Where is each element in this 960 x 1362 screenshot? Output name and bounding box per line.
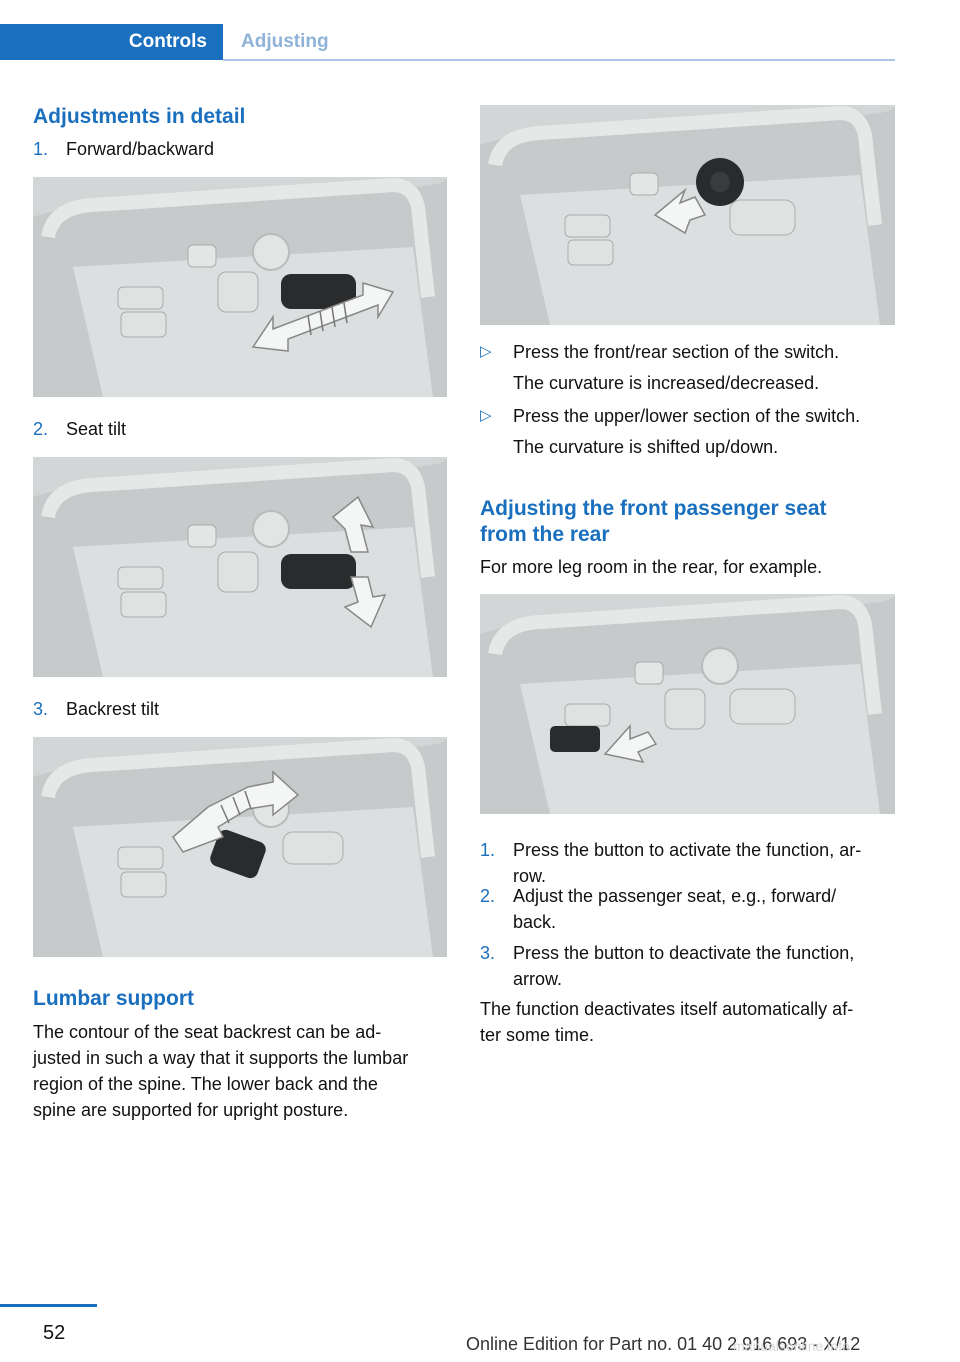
- text-line: justed in such a way that it supports th…: [33, 1048, 409, 1068]
- bullet-subtext: The curvature is increased/decreased.: [513, 373, 820, 393]
- bullet-text: Press the front/rear section of the swit…: [513, 342, 840, 362]
- text-line: spine are supported for upright posture.: [33, 1100, 349, 1120]
- tab-adjusting[interactable]: Adjusting: [241, 31, 329, 52]
- bullet-text: Press the upper/lower section of the swi…: [513, 406, 861, 426]
- step-label: Forward/backward: [66, 139, 215, 159]
- text-line: The contour of the seat backrest can be …: [33, 1022, 382, 1042]
- step-text: Press the button to activate the functio…: [513, 840, 862, 860]
- passenger-closing-note: The function deactivates itself automati…: [480, 996, 900, 1048]
- footer-rule: [0, 1304, 97, 1307]
- title-line: Adjusting the front passenger seat: [480, 497, 827, 520]
- text-line: ter some time.: [480, 1025, 595, 1045]
- page-number: 52: [43, 1322, 66, 1344]
- title-line: from the rear: [480, 523, 610, 546]
- step-number: 1.: [480, 840, 496, 860]
- step-text: Adjust the passenger seat, e.g., forward…: [513, 886, 837, 906]
- section-title-adjustments: Adjustments in detail: [33, 105, 246, 128]
- watermark: manualsonline.info: [733, 1338, 850, 1354]
- edition-info: Online Edition for Part no. 01 40 2 916 …: [466, 1334, 861, 1354]
- header-tabs: Controls Adjusting: [0, 24, 895, 62]
- triangle-bullet-icon: ▷: [480, 343, 492, 360]
- lumbar-description: The contour of the seat backrest can be …: [33, 1019, 453, 1123]
- seat-forward-backward-illustration: [33, 177, 447, 397]
- triangle-bullet-icon: ▷: [480, 407, 492, 424]
- lumbar-switch-illustration: [480, 105, 895, 325]
- step-text: Press the button to deactivate the funct…: [513, 943, 855, 963]
- step-label: Seat tilt: [66, 419, 127, 439]
- bullet-subtext: The curvature is shifted up/down.: [513, 437, 779, 457]
- step-number: 2.: [480, 886, 496, 906]
- seat-tilt-illustration: [33, 457, 447, 677]
- step-number: 2.: [33, 419, 49, 439]
- backrest-tilt-illustration: [33, 737, 447, 957]
- step-text: back.: [513, 912, 557, 932]
- step-number: 3.: [33, 699, 49, 719]
- text-line: The function deactivates itself automati…: [480, 999, 854, 1019]
- section-title-lumbar: Lumbar support: [33, 987, 194, 1010]
- step-text: arrow.: [513, 969, 563, 989]
- text-line: region of the spine. The lower back and …: [33, 1074, 378, 1094]
- section-title-passenger-seat: Adjusting the front passenger seat from …: [480, 496, 895, 548]
- step-label: Backrest tilt: [66, 699, 160, 719]
- step-text: row.: [513, 866, 547, 886]
- passenger-button-illustration: [480, 594, 895, 814]
- passenger-intro: For more leg room in the rear, for examp…: [480, 557, 823, 577]
- step-number: 1.: [33, 139, 49, 159]
- step-number: 3.: [480, 943, 496, 963]
- tab-underline: [223, 59, 895, 61]
- tab-controls[interactable]: Controls: [0, 24, 223, 60]
